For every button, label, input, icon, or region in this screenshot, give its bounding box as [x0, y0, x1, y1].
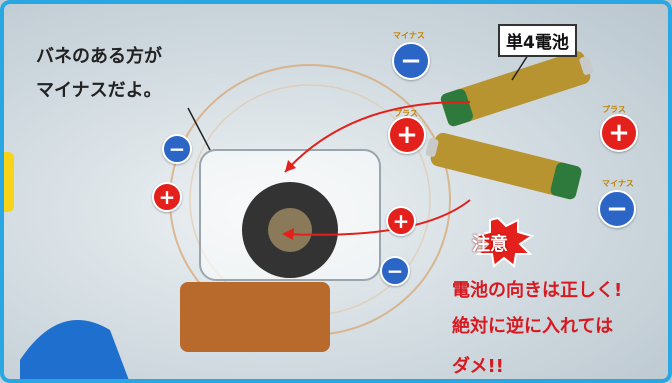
callout-leader: [187, 107, 211, 151]
minus-icon: −: [598, 190, 636, 228]
battery-bottom: [425, 132, 582, 200]
arrow-bottom-head: [282, 228, 294, 240]
arrow-top-head: [285, 160, 296, 172]
battery-type-label: 単4電池: [498, 24, 577, 57]
side-tab: [0, 152, 14, 212]
callout-line-1: バネのある方が: [36, 46, 162, 67]
battery-top: [440, 51, 593, 127]
warning-line-1: 電池の向きは正しく!: [452, 280, 623, 301]
minus-icon: −: [392, 42, 430, 80]
plus-icon: +: [386, 206, 416, 236]
callout-line-2: マイナスだよ。: [36, 80, 162, 101]
minus-icon: −: [162, 134, 192, 164]
circuit-board: [180, 282, 330, 352]
minus-tag-right: マイナス: [602, 179, 634, 188]
plus-icon: +: [152, 182, 182, 212]
warning-line-2: 絶対に逆に入れては: [452, 316, 614, 337]
plus-tag-left: プラス: [394, 109, 418, 118]
plus-icon: +: [388, 116, 426, 154]
blue-part: [20, 320, 130, 383]
spring-callout: バネのある方が マイナスだよ。: [36, 40, 162, 108]
arrow-top: [284, 100, 471, 173]
minus-tag-top: マイナス: [393, 31, 425, 40]
warning-burst: [473, 216, 535, 268]
warning-line-3: ダメ!!: [452, 356, 504, 377]
plus-tag-right: プラス: [602, 105, 626, 114]
warning-title: 注意: [472, 234, 508, 255]
plus-icon: +: [600, 114, 638, 152]
minus-icon: −: [380, 256, 410, 286]
